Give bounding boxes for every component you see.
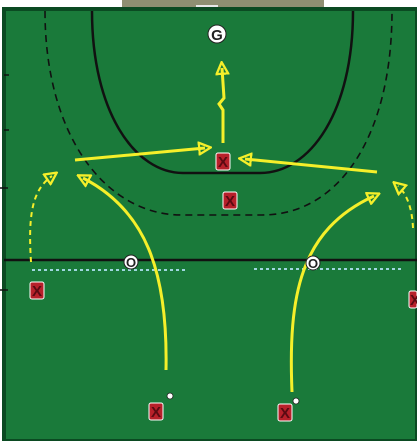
attacker-label: X [32, 283, 42, 300]
defender-label: O [308, 256, 318, 271]
attacker-label: X [218, 154, 228, 171]
attacker-label: X [280, 405, 290, 422]
attacker-center: X [215, 152, 231, 171]
defender-label: O [126, 255, 136, 270]
arrow-right-wing-run [398, 186, 414, 229]
playing-field [4, 9, 417, 441]
arrow-center-to-goal [219, 68, 224, 143]
arrow-left-wing-run [29, 176, 52, 263]
defender-left: O [123, 254, 139, 270]
attacker-left-wing: X [29, 281, 45, 300]
arrow-left-to-center [74, 148, 205, 162]
arrow-right-to-center [245, 159, 378, 174]
attacker-right-wing: X [408, 290, 417, 309]
attacker-label: X [410, 292, 417, 309]
field-border [2, 7, 417, 441]
defender-marker [305, 255, 321, 271]
top-photo-strip [122, 0, 324, 7]
ball-icon [292, 397, 300, 405]
attacker-marker [29, 281, 45, 300]
goalkeeper-label: G [211, 27, 223, 44]
ball-icon [166, 392, 174, 400]
attacker-label: X [151, 404, 161, 421]
attacker-marker [277, 403, 293, 422]
attacker-marker [215, 152, 231, 171]
attacker-left-back: X [148, 392, 174, 421]
attacker-center-low: X [222, 191, 238, 210]
attacker-right-back: X [277, 397, 300, 422]
attacker-marker [408, 290, 417, 309]
arrow-right-back-run [289, 196, 374, 393]
goalkeeper: G [207, 24, 227, 44]
defender-marker [123, 254, 139, 270]
attacker-marker [148, 402, 164, 421]
defender-right: O [305, 255, 321, 271]
attacker-marker [222, 191, 238, 210]
goal-area-line [90, 10, 355, 175]
arrow-left-back-run [83, 178, 168, 371]
attacker-label: X [225, 193, 235, 210]
free-throw-line [44, 10, 393, 216]
goalkeeper-marker [207, 24, 227, 44]
